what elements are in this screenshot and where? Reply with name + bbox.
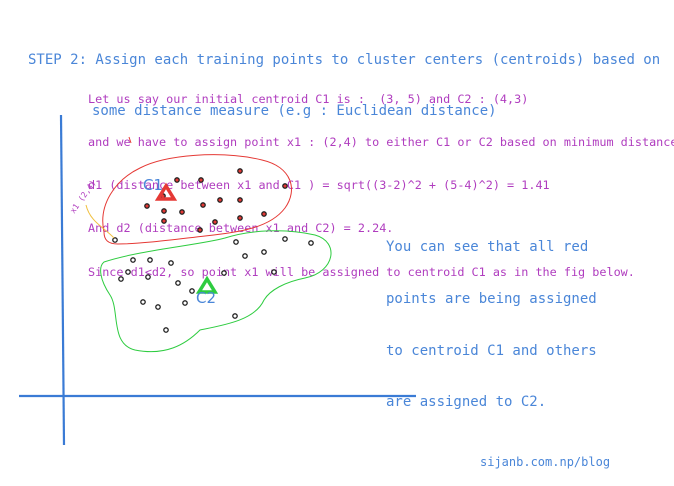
side-line: to centroid C1 and others xyxy=(386,342,597,359)
data-point xyxy=(182,300,188,306)
data-point xyxy=(237,197,243,203)
data-point xyxy=(197,227,203,233)
c1-cluster-boundary xyxy=(102,154,292,245)
note-line: d1 (distance between x1 and C1 ) = sqrt(… xyxy=(88,178,550,193)
c1-label: C1 xyxy=(143,176,163,194)
data-point xyxy=(237,215,243,221)
data-point xyxy=(155,304,161,310)
c2-centroid-marker xyxy=(195,275,219,294)
data-point xyxy=(179,209,185,215)
data-point xyxy=(125,269,131,275)
data-point xyxy=(271,269,277,275)
side-line: You can see that all red xyxy=(386,239,589,256)
data-point xyxy=(174,177,180,183)
data-point xyxy=(175,280,181,286)
step-heading-line1: STEP 2: Assign each training points to c… xyxy=(28,52,661,68)
side-line: points are being assigned xyxy=(386,291,597,308)
data-point xyxy=(233,239,239,245)
data-point xyxy=(261,211,267,217)
data-point xyxy=(112,237,118,243)
data-point xyxy=(130,257,136,263)
data-point xyxy=(221,270,227,276)
data-point xyxy=(140,299,146,305)
step-heading-line2: some distance measure (e.g : Euclidean d… xyxy=(92,103,497,119)
explanation-side: You can see that all red points are bein… xyxy=(386,205,597,429)
credit-text: sijanb.com.np/blog xyxy=(480,455,611,469)
tick-mark xyxy=(128,136,132,144)
explanation-note: Let us say our initial centroid C1 is : … xyxy=(88,63,674,294)
c2-cluster-boundary xyxy=(100,230,332,353)
step-heading: STEP 2: Assign each training points to c… xyxy=(28,18,660,137)
data-point xyxy=(144,203,150,209)
data-point xyxy=(161,208,167,214)
data-point xyxy=(308,240,314,246)
data-point xyxy=(212,219,218,225)
data-point xyxy=(168,260,174,266)
note-line: And d2 (distance between x1 and C2) = 2.… xyxy=(88,221,394,236)
data-point xyxy=(261,249,267,255)
x1-pointer-arrow xyxy=(85,204,115,239)
data-point xyxy=(282,236,288,242)
data-point xyxy=(118,276,124,282)
note-line: and we have to assign point x1 : (2,4) t… xyxy=(88,135,674,150)
data-point xyxy=(147,257,153,263)
note-line: Let us say our initial centroid C1 is : … xyxy=(88,91,529,106)
y-axis xyxy=(59,114,66,446)
c2-label: C2 xyxy=(196,289,216,307)
data-point xyxy=(242,253,248,259)
note-line: Since d1<d2, so point x1 will be assigne… xyxy=(88,264,635,279)
data-point xyxy=(200,202,206,208)
data-point xyxy=(163,327,169,333)
data-point xyxy=(217,197,223,203)
data-point xyxy=(237,168,243,174)
data-point xyxy=(189,288,195,294)
data-point xyxy=(198,177,204,183)
data-point xyxy=(282,183,288,189)
c1-centroid-marker xyxy=(154,182,178,201)
side-line: are assigned to C2. xyxy=(386,394,547,411)
data-point xyxy=(232,313,238,319)
x1-label: x1 (2,4) xyxy=(68,178,97,215)
data-point xyxy=(145,274,151,280)
data-point xyxy=(161,218,167,224)
